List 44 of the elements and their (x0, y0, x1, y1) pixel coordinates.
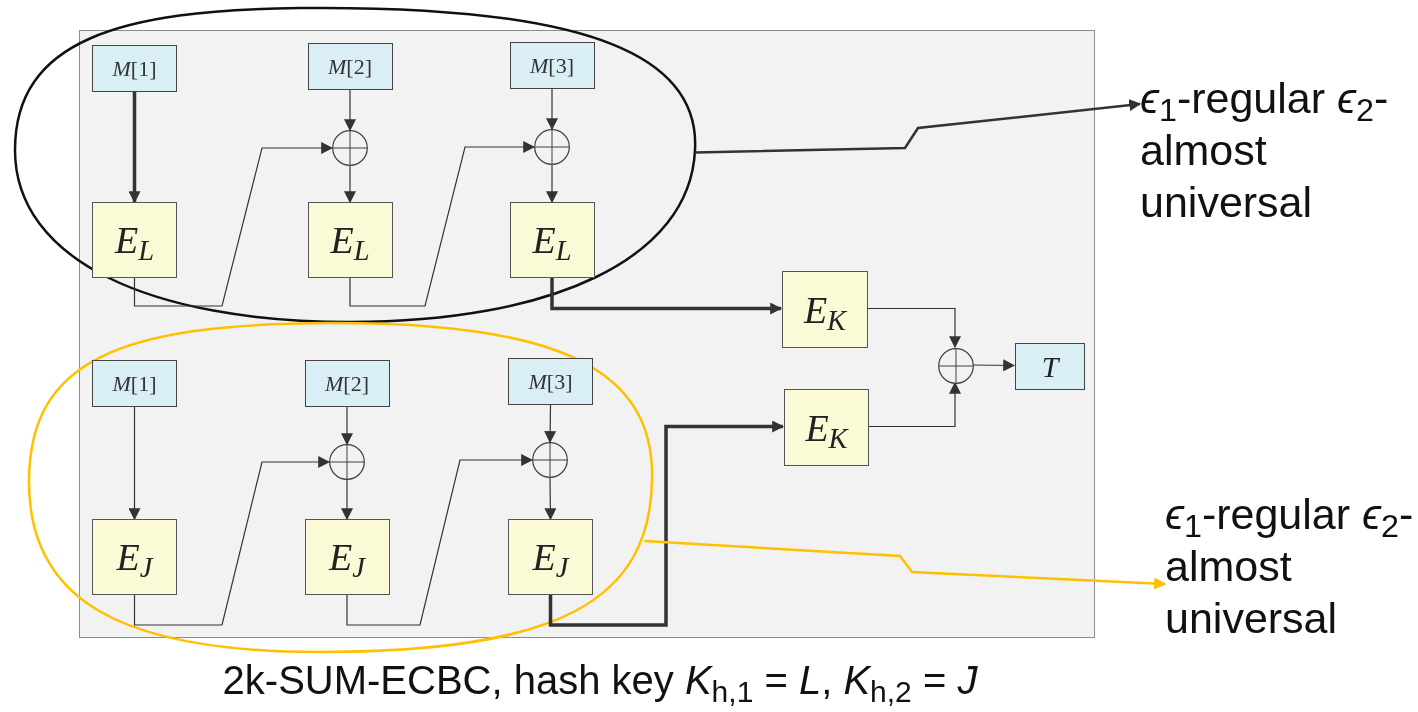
arrow (344, 89, 356, 132)
arrow (550, 278, 783, 315)
message-block: M[1] (92, 45, 177, 92)
arrow (548, 420, 785, 627)
message-block: M[3] (509, 42, 595, 89)
arrow (128, 406, 141, 521)
property-label: ϵ$_{1}$-regular ϵ$_{2}$-almost universal (1140, 72, 1390, 232)
xor-symbol (329, 444, 365, 480)
arrow (128, 92, 141, 204)
cipher-block: E$_{L}$ (92, 202, 177, 278)
cipher-block: E$_{J}$ (304, 519, 390, 595)
tag-block: T (1015, 343, 1085, 390)
xor-symbol (938, 348, 974, 384)
arrow (544, 404, 557, 444)
cipher-block: E$_{L}$ (307, 202, 393, 278)
arrow (644, 539, 1167, 590)
arrow (133, 456, 331, 626)
arrow (346, 454, 534, 626)
arrow (866, 307, 961, 349)
arrow (972, 359, 1016, 372)
arrow (544, 477, 557, 521)
arrow (341, 406, 353, 446)
caption: 2k-SUM-ECBC, hash key K$_{h,1}$ = L, K$_{h,2}$ = J (221, 657, 979, 705)
cipher-block: E$_{J}$ (92, 519, 177, 595)
property-label: ϵ$_{1}$-regular ϵ$_{2}$-almost universal (1165, 488, 1415, 648)
cipher-block: E$_{L}$ (509, 202, 595, 278)
arrow (695, 99, 1142, 154)
message-block: M[1] (92, 360, 177, 407)
arrow (546, 88, 558, 131)
message-block: M[2] (304, 360, 390, 407)
cipher-block: E$_{K}$ (784, 389, 869, 466)
cipher-block: E$_{J}$ (508, 519, 593, 595)
message-block: M[2] (307, 43, 393, 90)
cipher-block: E$_{K}$ (782, 271, 868, 348)
arrow (344, 165, 356, 204)
arrow (867, 381, 961, 428)
arrow (341, 479, 353, 521)
xor-symbol (534, 129, 570, 165)
xor-symbol (532, 442, 568, 478)
message-block: M[3] (508, 358, 593, 405)
arrow (349, 141, 536, 307)
xor-symbol (332, 130, 368, 166)
arrow (133, 142, 334, 307)
arrow (546, 164, 558, 204)
